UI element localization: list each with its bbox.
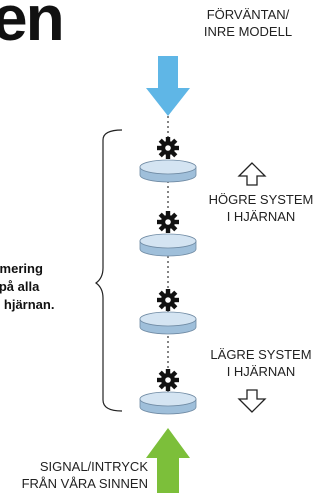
side-description: nimering s på alla r i hjärnan.	[0, 260, 128, 314]
level-disc	[139, 311, 197, 335]
gear-icon	[157, 369, 179, 391]
lower-system-line-2: I HJÄRNAN	[226, 364, 296, 379]
page-title: en	[0, 0, 65, 54]
level-disc	[139, 159, 197, 183]
top-label: FÖRVÄNTAN/ INRE MODELL	[188, 6, 308, 40]
gear-icon	[157, 137, 179, 159]
side-description-line-1: nimering	[0, 261, 43, 276]
bottom-label-line-1: SIGNAL/INTRYCK	[39, 459, 148, 474]
bottom-label-line-2: FRÅN VÅRA SINNEN	[21, 476, 148, 491]
side-description-line-3: r i hjärnan.	[0, 297, 55, 312]
upper-system-label: HÖGRE SYSTEM I HJÄRNAN	[200, 191, 322, 225]
expectation-arrow	[146, 56, 190, 116]
lower-system-line-1: LÄGRE SYSTEM	[210, 347, 312, 362]
lower-system-label: LÄGRE SYSTEM I HJÄRNAN	[200, 346, 322, 380]
up-arrow-icon	[237, 162, 267, 186]
side-description-line-2: s på alla	[0, 279, 40, 294]
upper-system-line-2: I HJÄRNAN	[226, 209, 296, 224]
level-disc	[139, 233, 197, 257]
gear-icon	[157, 211, 179, 233]
top-label-line-2: INRE MODELL	[203, 24, 293, 39]
level-2	[139, 211, 197, 257]
gear-icon	[157, 289, 179, 311]
bottom-label: SIGNAL/INTRYCK FRÅN VÅRA SINNEN	[8, 458, 148, 492]
down-arrow-icon	[237, 389, 267, 413]
level-1	[139, 137, 197, 183]
bracket	[94, 129, 123, 412]
upper-system-line-1: HÖGRE SYSTEM	[208, 192, 314, 207]
signal-arrow	[146, 428, 190, 493]
top-label-line-1: FÖRVÄNTAN/	[206, 7, 290, 22]
level-disc	[139, 391, 197, 415]
